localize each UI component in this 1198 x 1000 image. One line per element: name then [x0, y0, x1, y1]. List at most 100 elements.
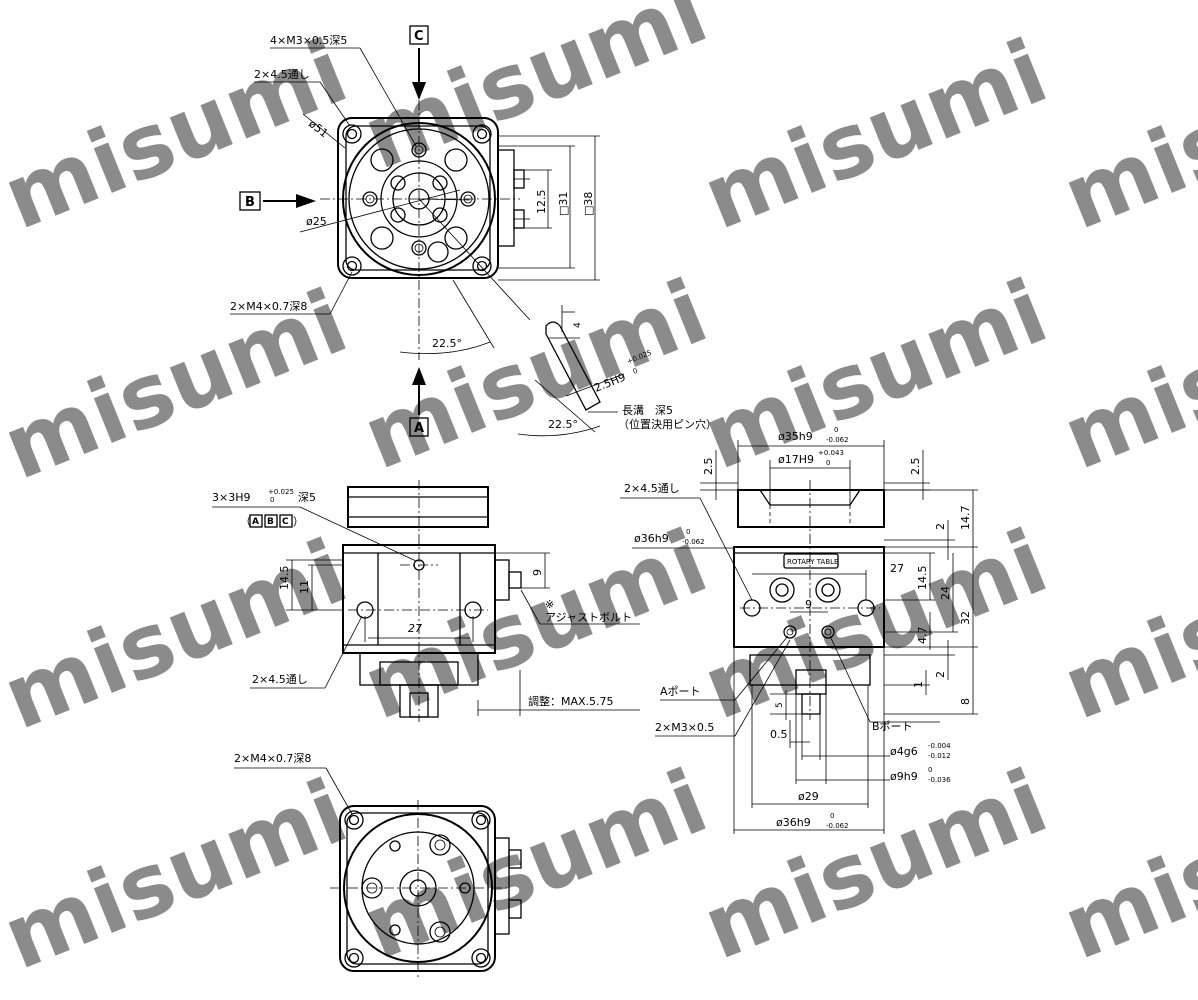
label-3x3h9-depth: 深5	[298, 491, 316, 504]
side-dia-35-upper: 0	[834, 426, 838, 434]
side-view: ROTARY TABLE ø35h9 0 -0.062 ø17H9 +0.043…	[620, 426, 978, 834]
side-body	[733, 546, 885, 648]
side-dim-0-5: 0.5	[770, 728, 788, 741]
front-adjust-mark: ※	[545, 598, 554, 611]
side-dia-36-top-upper: 0	[686, 528, 690, 536]
side-dia-17: ø17H9	[778, 453, 814, 466]
slot-angle: 22.5°	[548, 418, 578, 431]
label-3x3h9: 3×3H9	[212, 491, 250, 504]
side-dia-17-lower: 0	[826, 459, 830, 467]
side-dia-9-upper: 0	[928, 766, 932, 774]
side-dim-2-5-left: 2.5	[702, 458, 715, 476]
svg-text:misumi: misumi	[1049, 750, 1198, 980]
side-dia-36-bottom-upper: 0	[830, 812, 834, 820]
side-dim-2-top: 2	[934, 523, 947, 530]
side-dim-2-5-right: 2.5	[909, 458, 922, 476]
label-pin-refs-open: （	[240, 515, 251, 528]
svg-text:misumi: misumi	[689, 510, 1060, 740]
front-dim-27: 27	[408, 622, 422, 635]
front-table	[347, 486, 489, 528]
side-dim-4-7: 4.7	[916, 627, 929, 645]
svg-text:misumi: misumi	[349, 0, 720, 189]
view-a-label: A	[414, 421, 424, 436]
svg-text:misumi: misumi	[1049, 20, 1198, 250]
label-angle-top: 22.5°	[432, 337, 462, 350]
svg-text:misumi: misumi	[689, 20, 1060, 250]
side-dim-1: 1	[912, 681, 925, 688]
label-4xm3: 4×M3×0.5深5	[270, 34, 347, 47]
rotary-table-plate	[783, 553, 839, 569]
side-dia-9-lower: -0.036	[928, 776, 951, 784]
slot-note-1: 長溝 深5	[622, 404, 673, 417]
side-dia-35-lower: -0.062	[826, 436, 849, 444]
svg-text:misumi: misumi	[349, 260, 720, 490]
side-dim-27: 27	[890, 562, 904, 575]
bottom-label-2xm4: 2×M4×0.7深8	[234, 752, 311, 765]
front-dim-14-5: 14.5	[278, 566, 291, 591]
slot-note-2: （位置決用ピン穴）	[618, 417, 717, 431]
side-label-2x4-5: 2×4.5通し	[624, 482, 680, 495]
slot-dim-4: 4	[573, 322, 583, 328]
side-dia-36-bottom-lower: -0.062	[826, 822, 849, 830]
side-dim-24: 24	[939, 586, 952, 600]
label-dia25: ø25	[306, 215, 327, 228]
svg-text:misumi: misumi	[1049, 260, 1198, 490]
side-dia-36-bottom: ø36h9	[776, 816, 811, 829]
svg-text:misumi: misumi	[349, 750, 720, 980]
label-pin-refs-close: ）	[293, 515, 304, 528]
label-2xm4-top: 2×M4×0.7深8	[230, 300, 307, 313]
side-dia-9: ø9h9	[890, 770, 918, 783]
svg-text:misumi: misumi	[689, 260, 1060, 490]
svg-text:misumi: misumi	[1049, 510, 1198, 740]
svg-text:misumi: misumi	[0, 520, 360, 750]
rotary-table-label: ROTARY TABLE	[787, 558, 838, 566]
side-dim-32: 32	[959, 611, 972, 625]
side-dia-36-top: ø36h9	[634, 532, 669, 545]
front-dim-11: 11	[298, 580, 311, 594]
label-3x3h9-upper: +0.025	[268, 488, 294, 496]
pin-ref-c: C	[282, 517, 289, 527]
front-adjust-range: 調整：MAX.5.75	[528, 694, 614, 708]
side-port-b: Bポート	[872, 720, 913, 733]
dim-31: □31	[557, 192, 570, 216]
view-b-arrow-icon	[296, 194, 316, 208]
label-2x4-5-top: 2×4.5通し	[254, 68, 310, 81]
front-label-2x4-5: 2×4.5通し	[252, 673, 308, 686]
view-c-arrow-icon	[412, 82, 426, 100]
front-adjust-bolt: アジャストボルト	[545, 611, 632, 624]
bottom-view: 2×M4×0.7深8	[234, 752, 522, 980]
slot-fit-lower: 0	[632, 367, 639, 376]
view-c-label: C	[414, 29, 424, 44]
side-dim-5: 5	[775, 702, 785, 708]
side-port-thread: 2×M3×0.5	[655, 721, 714, 734]
side-table	[737, 489, 885, 528]
front-dim-9: 9	[531, 569, 544, 576]
view-b-label: B	[245, 195, 255, 210]
view-a-arrow-icon	[412, 367, 426, 385]
side-dia-17-upper: +0.043	[818, 449, 844, 457]
side-dim-2-bottom: 2	[934, 671, 947, 678]
side-port-a: Aポート	[660, 685, 701, 698]
side-dia-36-top-lower: -0.062	[682, 538, 705, 546]
side-dia-29: ø29	[798, 790, 819, 803]
view-a-box	[409, 417, 429, 437]
front-view: 3×3H9 +0.025 0 深5 （ A B C ） 14.5 11 27 9…	[212, 480, 640, 722]
side-dia-4: ø4g6	[890, 745, 918, 758]
dim-12-5: 12.5	[535, 190, 548, 215]
label-3x3h9-lower: 0	[270, 496, 274, 504]
svg-text:misumi: misumi	[0, 760, 360, 990]
dim-38: □38	[582, 192, 595, 216]
side-dim-9: 9	[805, 598, 812, 611]
side-dim-14-5: 14.5	[916, 566, 929, 591]
pin-ref-b: B	[267, 517, 274, 527]
pin-ref-a: A	[252, 517, 259, 527]
view-b-box	[239, 191, 261, 211]
side-dia-35: ø35h9	[778, 430, 813, 443]
side-dim-8: 8	[959, 698, 972, 705]
side-dia-4-lower: -0.012	[928, 752, 951, 760]
top-view: C B	[230, 25, 600, 437]
side-dia-4-upper: -0.004	[928, 742, 951, 750]
view-c-box	[409, 25, 429, 45]
